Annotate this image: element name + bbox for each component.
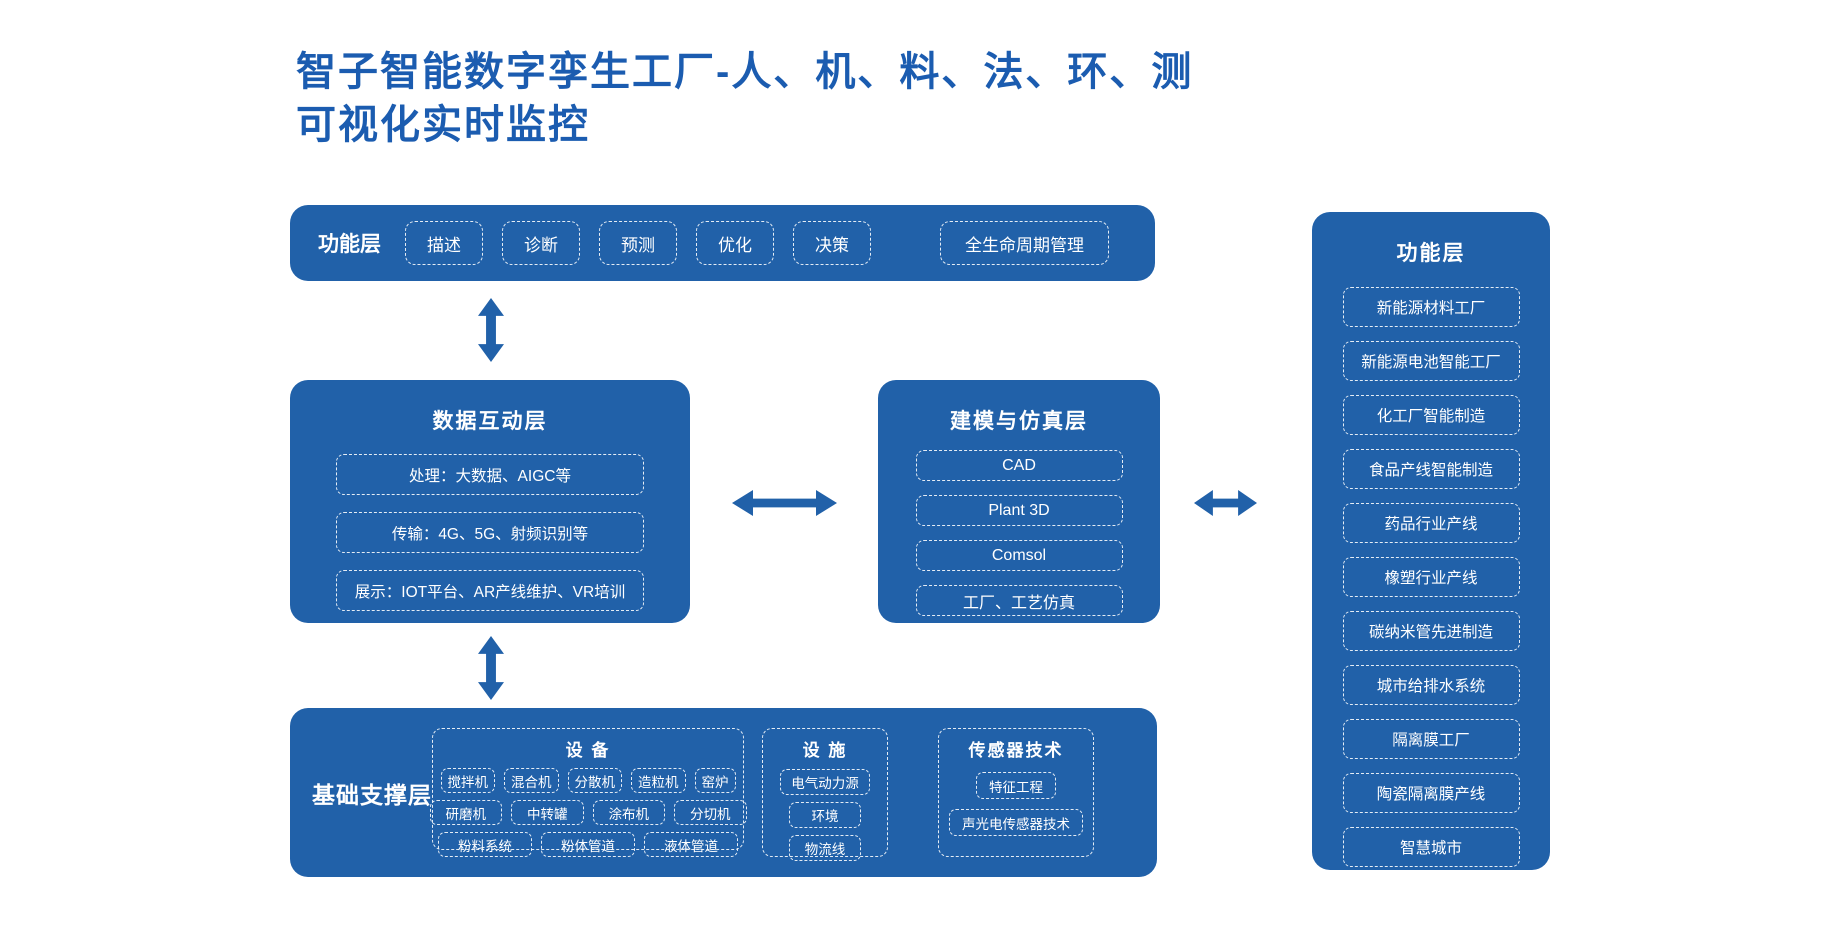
sensor-tech-items: 特征工程 声光电传感器技术 <box>939 772 1093 836</box>
function-layer-top-panel: 功能层 描述 诊断 预测 优化 决策 全生命周期管理 <box>290 205 1155 281</box>
page-title-line2: 可视化实时监控 <box>296 103 590 147</box>
basic-support-label: 基础支撑层 <box>312 781 432 808</box>
right-function-item: 陶瓷隔离膜产线 <box>1342 773 1520 813</box>
facilities-group-title: 设 施 <box>802 741 848 760</box>
facilities-group: 设 施 电气动力源 环境 物流线 <box>762 728 888 861</box>
sensor-tech-group-title: 传感器技术 <box>968 741 1064 760</box>
equipment-chip: 窑炉 <box>694 768 736 793</box>
right-function-item: 隔离膜工厂 <box>1342 719 1520 759</box>
facility-item: 物流线 <box>789 835 861 861</box>
model-item-cad: CAD <box>915 450 1123 481</box>
sensor-tech-group: 传感器技术 特征工程 声光电传感器技术 <box>938 728 1094 857</box>
facilities-items: 电气动力源 环境 物流线 <box>763 769 887 861</box>
equipment-chip: 分切机 <box>674 800 747 825</box>
data-item-transmission: 传输：4G、5G、射频识别等 <box>336 512 644 553</box>
equipment-chip: 粉体管道 <box>541 832 635 857</box>
data-item-display: 展示：IOT平台、AR产线维护、VR培训 <box>336 570 644 611</box>
right-function-item: 药品行业产线 <box>1342 503 1520 543</box>
function-layer-right-title: 功能层 <box>1396 242 1466 265</box>
equipment-chip: 混合机 <box>504 768 559 793</box>
equipment-row-2: 研磨机 中转罐 涂布机 分切机 <box>429 800 747 825</box>
data-interaction-title: 数据互动层 <box>432 410 548 433</box>
right-function-item: 橡塑行业产线 <box>1342 557 1520 597</box>
equipment-row-1: 搅拌机 混合机 分散机 造粒机 窑炉 <box>433 768 743 793</box>
horizontal-double-arrow-left-icon <box>732 490 837 516</box>
sensor-item: 特征工程 <box>976 772 1056 799</box>
equipment-chip: 搅拌机 <box>440 768 495 793</box>
page-title-line1: 智子智能数字孪生工厂-人、机、料、法、环、测 <box>296 50 1194 94</box>
equipment-chip: 中转罐 <box>511 800 584 825</box>
equipment-group: 设 备 搅拌机 混合机 分散机 造粒机 窑炉 研磨机 中转罐 涂布机 分切机 粉… <box>429 728 747 857</box>
function-pill-lifecycle: 全生命周期管理 <box>940 221 1109 265</box>
horizontal-double-arrow-right-icon <box>1194 490 1257 516</box>
right-function-item: 新能源材料工厂 <box>1342 287 1520 327</box>
equipment-chip: 分散机 <box>567 768 622 793</box>
vertical-double-arrow-top-icon <box>478 298 504 362</box>
data-item-processing: 处理：大数据、AIGC等 <box>336 454 644 495</box>
right-function-item: 城市给排水系统 <box>1342 665 1520 705</box>
right-function-item: 碳纳米管先进制造 <box>1342 611 1520 651</box>
right-function-item: 食品产线智能制造 <box>1342 449 1520 489</box>
data-interaction-panel: 数据互动层 处理：大数据、AIGC等 传输：4G、5G、射频识别等 展示：IOT… <box>290 380 690 623</box>
right-function-item: 新能源电池智能工厂 <box>1342 341 1520 381</box>
vertical-double-arrow-bottom-icon <box>478 636 504 700</box>
facility-item: 电气动力源 <box>780 769 870 795</box>
equipment-chip: 液体管道 <box>644 832 738 857</box>
right-function-item: 智慧城市 <box>1342 827 1520 867</box>
modeling-simulation-panel: 建模与仿真层 CAD Plant 3D Comsol 工厂、工艺仿真 <box>878 380 1160 623</box>
equipment-chip: 研磨机 <box>429 800 502 825</box>
data-interaction-items: 处理：大数据、AIGC等 传输：4G、5G、射频识别等 展示：IOT平台、AR产… <box>290 454 690 611</box>
facility-item: 环境 <box>789 802 861 828</box>
basic-support-panel: 基础支撑层 设 备 搅拌机 混合机 分散机 造粒机 窑炉 研磨机 中转罐 涂布机… <box>290 708 1157 877</box>
model-item-process-sim: 工厂、工艺仿真 <box>915 585 1123 616</box>
model-item-plant3d: Plant 3D <box>915 495 1123 526</box>
function-pill-decision: 决策 <box>793 221 871 265</box>
function-pill-describe: 描述 <box>405 221 483 265</box>
function-pill-optimize: 优化 <box>696 221 774 265</box>
model-item-comsol: Comsol <box>915 540 1123 571</box>
equipment-row-3: 粉料系统 粉体管道 液体管道 <box>433 832 743 857</box>
equipment-chip: 造粒机 <box>631 768 686 793</box>
function-layer-right-panel: 功能层 新能源材料工厂 新能源电池智能工厂 化工厂智能制造 食品产线智能制造 药… <box>1312 212 1550 870</box>
function-pill-predict: 预测 <box>599 221 677 265</box>
equipment-group-title: 设 备 <box>565 741 611 760</box>
page-title: 智子智能数字孪生工厂-人、机、料、法、环、测可视化实时监控 <box>296 46 1193 152</box>
function-layer-right-items: 新能源材料工厂 新能源电池智能工厂 化工厂智能制造 食品产线智能制造 药品行业产… <box>1312 287 1550 867</box>
modeling-simulation-title: 建模与仿真层 <box>950 410 1088 433</box>
equipment-chip: 粉料系统 <box>438 832 532 857</box>
equipment-chip: 涂布机 <box>592 800 665 825</box>
sensor-item: 声光电传感器技术 <box>949 809 1083 836</box>
modeling-items: CAD Plant 3D Comsol 工厂、工艺仿真 <box>878 450 1160 616</box>
right-function-item: 化工厂智能制造 <box>1342 395 1520 435</box>
function-pill-diagnose: 诊断 <box>502 221 580 265</box>
function-layer-top-label: 功能层 <box>318 233 381 256</box>
